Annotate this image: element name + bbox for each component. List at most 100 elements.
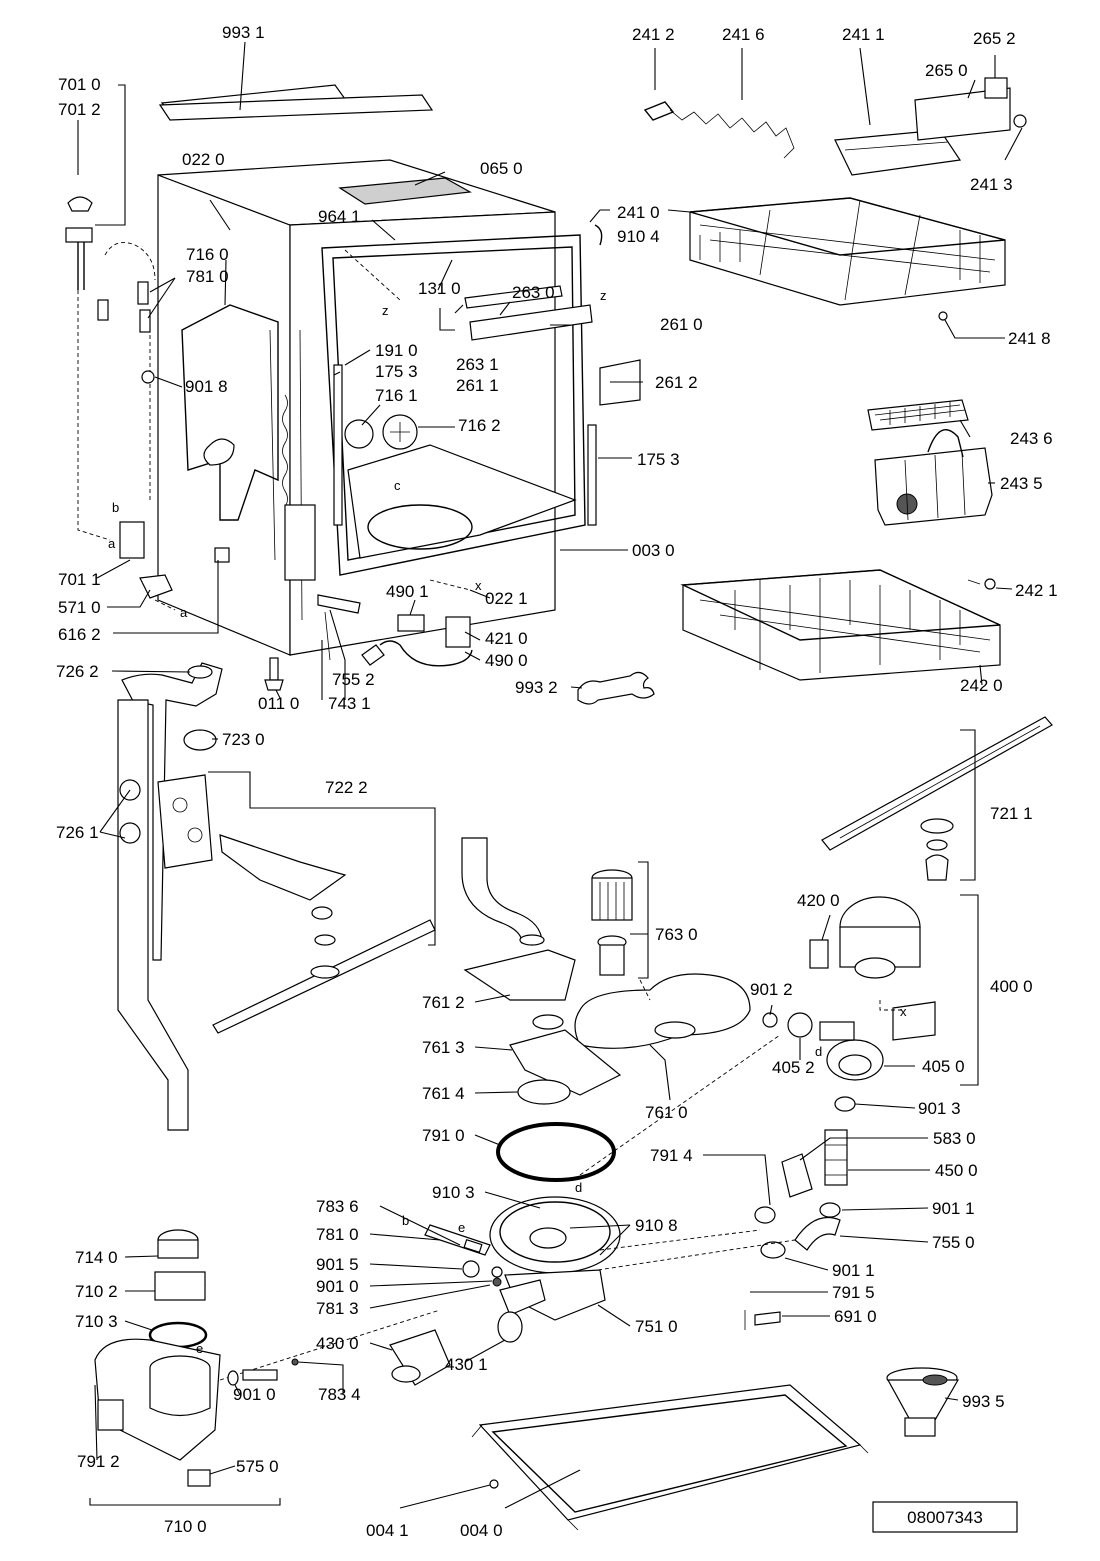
sump-assembly [389,1196,621,1386]
label-993-1: 993 1 [222,23,265,42]
leader-lines [77,41,1023,1509]
letter-e-1: e [458,1220,465,1235]
label-131-0: 131 0 [418,279,461,298]
drain-parts [744,1096,856,1330]
label-791-2: 791 2 [77,1452,120,1471]
upper-basket-parts [643,77,1027,176]
label-710-0: 710 0 [164,1517,207,1536]
label-993-2: 993 2 [515,678,558,697]
label-241-6: 241 6 [722,25,765,44]
letter-b-2: b [402,1213,409,1228]
label-783-6: 783 6 [316,1197,359,1216]
label-743-1: 743 1 [328,694,371,713]
label-901-8: 901 8 [185,377,228,396]
label-011-0: 011 0 [258,694,299,713]
label-004-1: 004 1 [366,1521,409,1540]
label-175-3-right: 175 3 [637,450,680,469]
drawing-id: 08007343 [907,1508,983,1527]
label-763-0: 763 0 [655,925,698,944]
label-701-0: 701 0 [58,75,101,94]
label-263-1: 263 1 [456,355,499,374]
label-405-0: 405 0 [922,1057,965,1076]
label-726-1: 726 1 [56,823,99,842]
label-901-0-lower: 901 0 [233,1385,276,1404]
label-490-0: 490 0 [485,651,528,670]
label-701-2: 701 2 [58,100,101,119]
label-783-4: 783 4 [318,1385,361,1404]
letter-a-1: a [108,536,116,551]
label-716-0: 716 0 [186,245,229,264]
cutlery-basket [867,399,993,526]
label-721-1: 721 1 [990,804,1033,823]
label-575-0: 575 0 [236,1457,279,1476]
letter-b-1: b [112,500,119,515]
label-791-5: 791 5 [832,1283,875,1302]
label-901-1-lower: 901 1 [832,1261,875,1280]
central-supply-pipe [461,837,545,946]
label-755-2: 755 2 [332,670,375,689]
label-175-3-left: 175 3 [375,362,418,381]
label-691-0: 691 0 [834,1307,877,1326]
label-405-2: 405 2 [772,1058,815,1077]
softener-assembly [94,1229,299,1487]
letter-z-2: z [600,288,607,303]
label-901-3: 901 3 [918,1099,961,1118]
label-716-1: 716 1 [375,386,418,405]
label-430-1: 430 1 [445,1355,488,1374]
label-583-0: 583 0 [933,1129,976,1148]
label-910-8: 910 8 [635,1216,678,1235]
label-710-2: 710 2 [75,1282,118,1301]
label-901-5: 901 5 [316,1255,359,1274]
letter-e-2: e [196,1341,203,1356]
salt-funnel [886,1367,960,1437]
label-261-1: 261 1 [456,376,499,395]
label-781-0-lower: 781 0 [316,1225,359,1244]
label-003-0: 003 0 [632,541,675,560]
lower-arm-supply-tube [117,662,436,1131]
label-710-3: 710 3 [75,1312,118,1331]
label-901-1-upper: 901 1 [932,1199,975,1218]
label-761-3: 761 3 [422,1038,465,1057]
letter-x-2: x [900,1004,907,1019]
label-490-1: 490 1 [386,582,429,601]
label-781-0-top: 781 0 [186,267,229,286]
label-450-0: 450 0 [935,1161,978,1180]
label-726-2: 726 2 [56,662,99,681]
label-241-3: 241 3 [970,175,1013,194]
label-901-0-upper: 901 0 [316,1277,359,1296]
label-242-0: 242 0 [960,676,1003,695]
drawing-id-box [872,1501,1018,1533]
label-004-0: 004 0 [460,1521,503,1540]
label-723-0: 723 0 [222,730,265,749]
label-242-1: 242 1 [1015,581,1058,600]
label-993-5: 993 5 [962,1392,1005,1411]
label-910-3: 910 3 [432,1183,475,1202]
upper-basket [594,197,1006,321]
base-plate [471,1384,869,1531]
lower-basket [680,569,1001,681]
upper-spray-arm [821,716,1053,881]
letter-z-1: z [382,303,389,318]
inlet-valve-parts [65,196,235,599]
label-761-4: 761 4 [422,1084,465,1103]
label-241-0: 241 0 [617,203,660,222]
label-261-2: 261 2 [655,373,698,392]
letter-x-1: x [475,578,482,593]
label-022-0: 022 0 [182,150,225,169]
part-labels: 993 1 701 0 701 2 022 0 065 0 964 1 910 … [56,23,1058,1540]
label-761-0: 761 0 [645,1103,688,1122]
wash-pump-motor [762,896,936,1081]
label-791-0: 791 0 [422,1126,465,1145]
label-243-5: 243 5 [1000,474,1043,493]
label-261-0: 261 0 [660,315,703,334]
label-243-6: 243 6 [1010,429,1053,448]
label-781-3: 781 3 [316,1299,359,1318]
label-191-0: 191 0 [375,341,418,360]
label-964-1: 964 1 [318,207,361,226]
label-755-0: 755 0 [932,1233,975,1252]
letter-a-2: a [180,605,188,620]
label-571-0: 571 0 [58,598,101,617]
label-701-1: 701 1 [58,570,101,589]
label-241-8: 241 8 [1008,329,1051,348]
